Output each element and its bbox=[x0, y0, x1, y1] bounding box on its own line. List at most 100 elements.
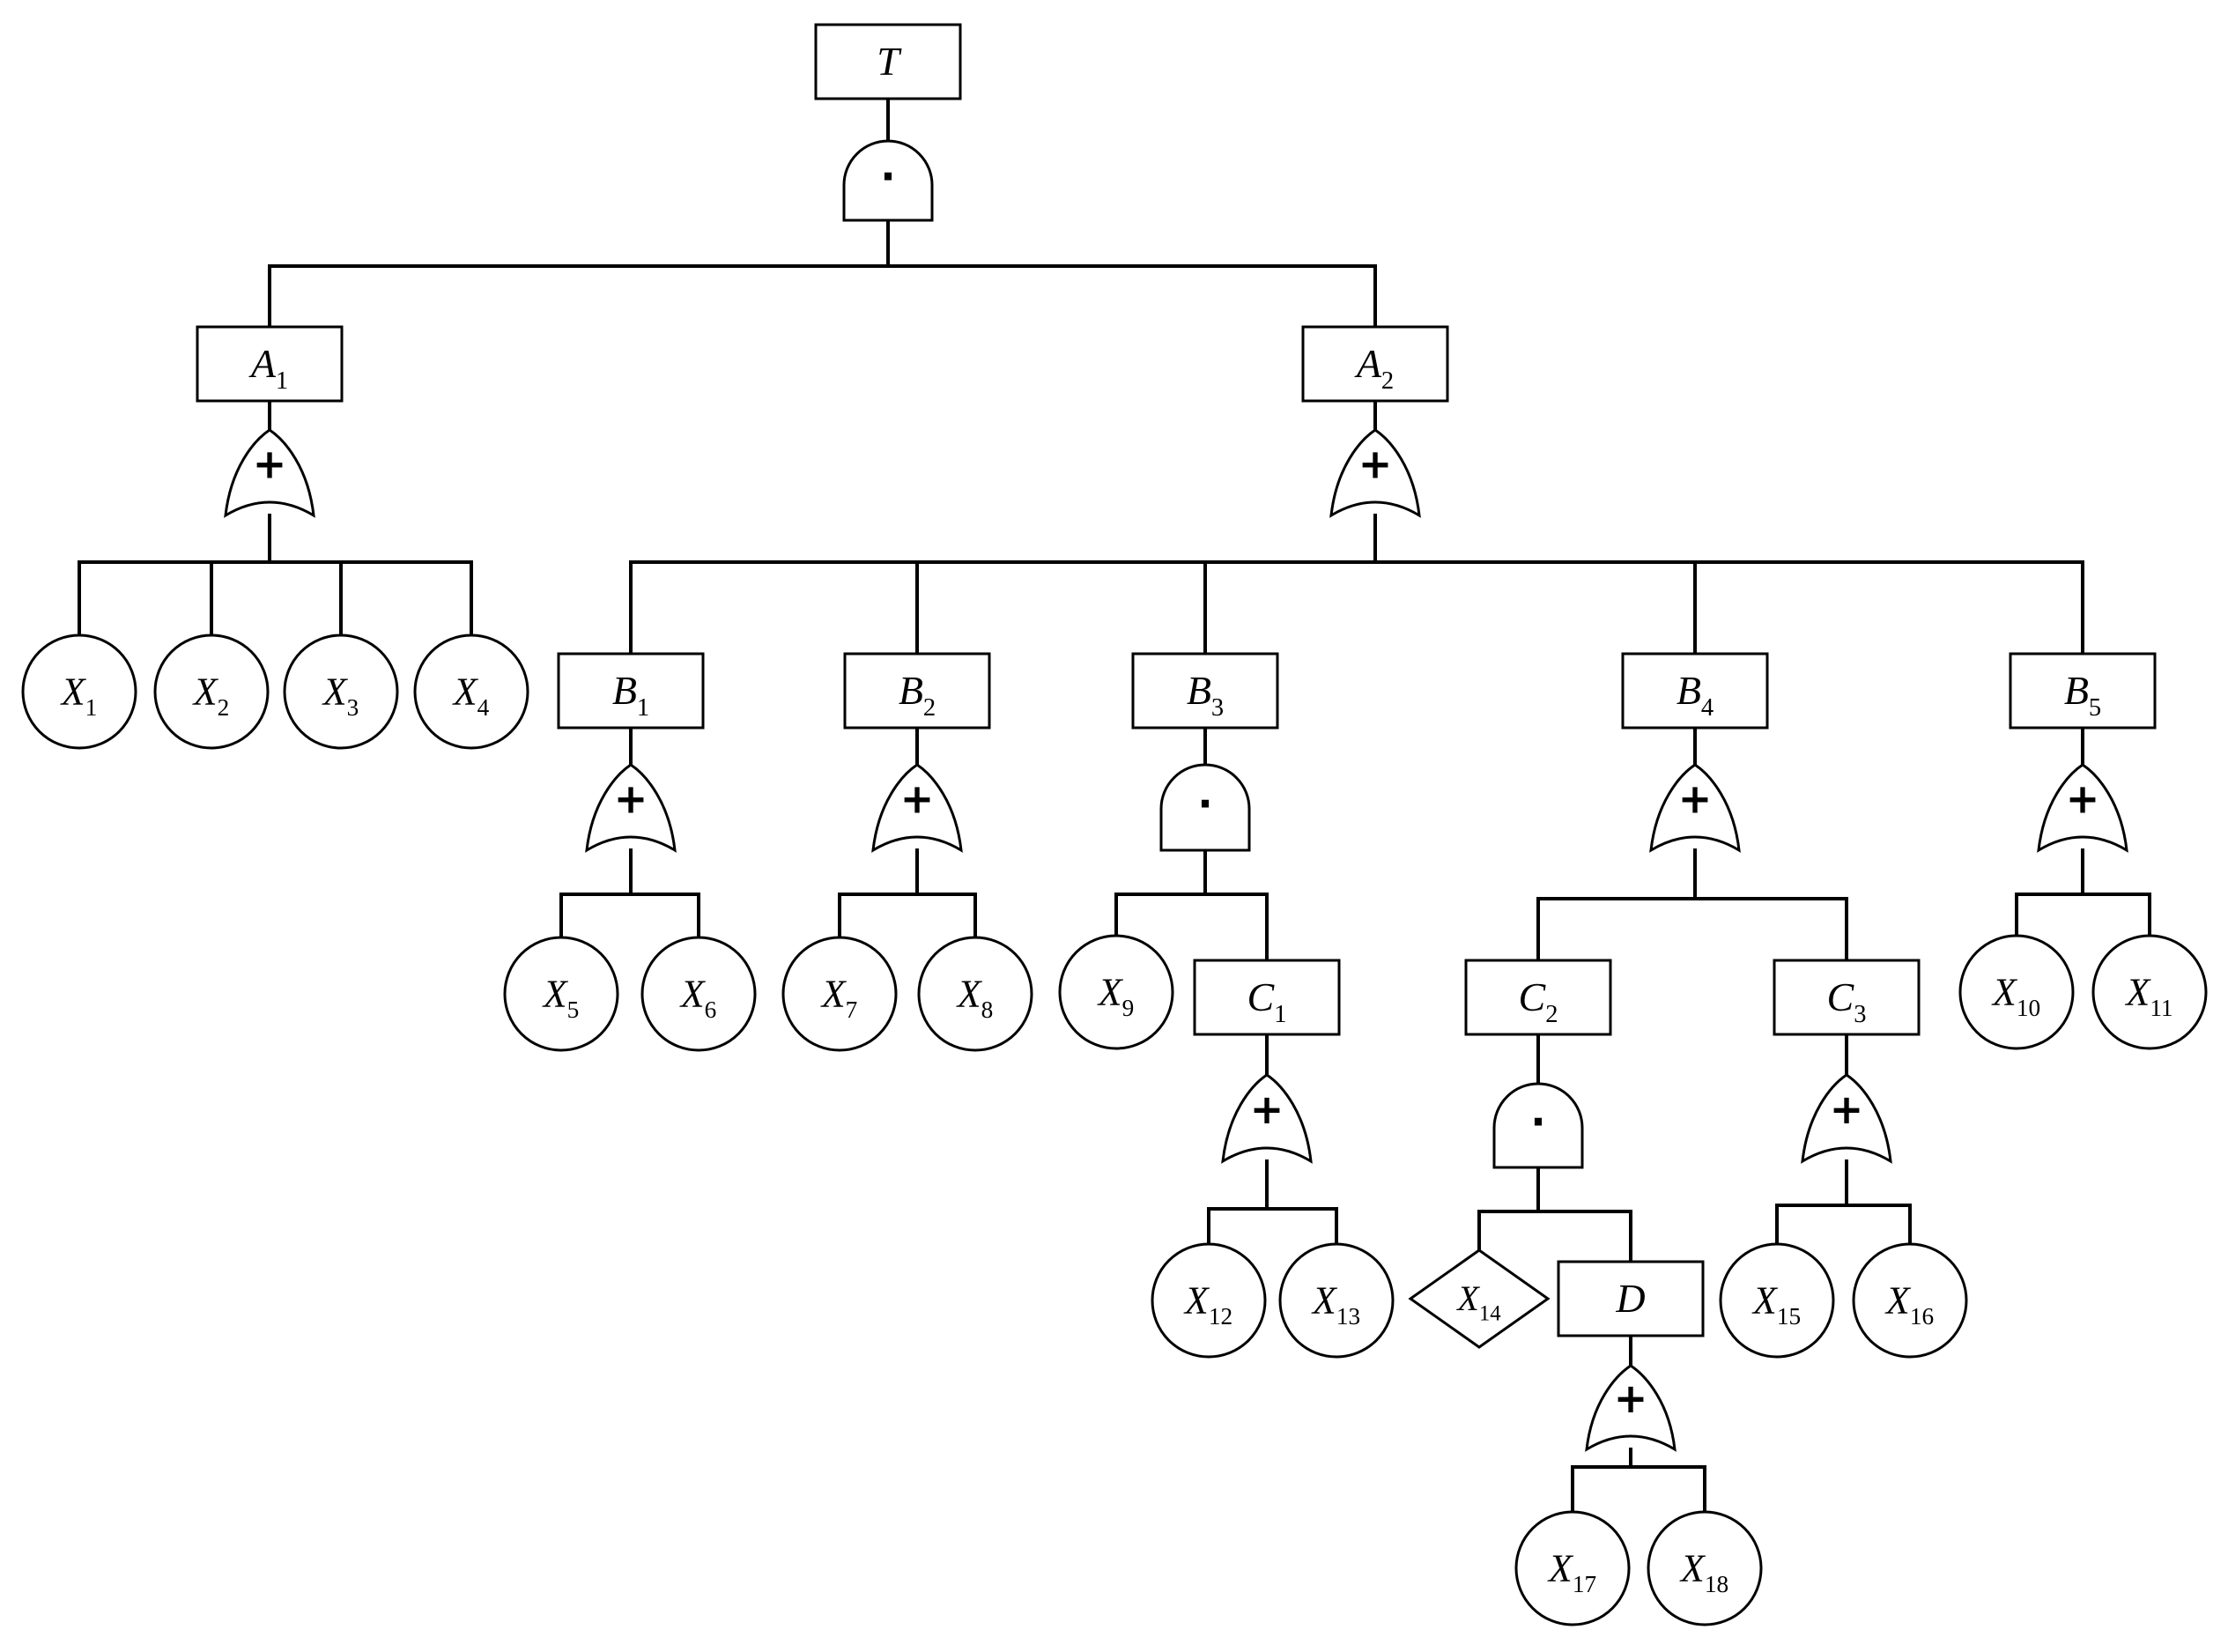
basic-event-x2: X2 bbox=[153, 633, 270, 750]
or-symbol: + bbox=[614, 774, 648, 822]
event-letter: B bbox=[1187, 668, 1211, 713]
event-letter: B bbox=[1677, 668, 1701, 713]
event-box-b3: B3 bbox=[1131, 652, 1279, 730]
event-subscript: 10 bbox=[2017, 995, 2040, 1021]
event-letter: C bbox=[1827, 974, 1855, 1019]
basic-event-x3: X3 bbox=[283, 633, 399, 750]
event-label: X12 bbox=[1183, 1279, 1232, 1330]
event-label: X1 bbox=[60, 670, 98, 721]
event-subscript: 1 bbox=[276, 367, 288, 395]
or-symbol: + bbox=[1830, 1085, 1864, 1133]
event-label: B5 bbox=[2064, 668, 2101, 722]
event-letter: X bbox=[2124, 971, 2151, 1014]
event-letter: X bbox=[820, 973, 848, 1016]
event-subscript: 5 bbox=[567, 996, 580, 1023]
event-letter: X bbox=[1097, 971, 1124, 1014]
event-label: B4 bbox=[1677, 668, 1714, 722]
or-symbol: + bbox=[2066, 774, 2100, 822]
event-box-a2: A2 bbox=[1301, 325, 1449, 403]
event-box-c3: C3 bbox=[1773, 959, 1921, 1036]
or-symbol: + bbox=[1250, 1085, 1284, 1133]
event-label: X5 bbox=[542, 973, 580, 1023]
event-subscript: 3 bbox=[347, 694, 359, 721]
event-letter: X bbox=[192, 670, 219, 714]
basic-event-x12: X12 bbox=[1151, 1242, 1267, 1359]
event-subscript: 1 bbox=[637, 694, 649, 722]
event-subscript: 11 bbox=[2150, 995, 2172, 1021]
event-box-b5: B5 bbox=[2009, 652, 2157, 730]
event-label: X3 bbox=[322, 670, 359, 721]
event-label: X8 bbox=[956, 973, 994, 1023]
event-box-a1: A1 bbox=[196, 325, 344, 403]
and-gate-t: · bbox=[842, 139, 934, 222]
event-subscript: 8 bbox=[981, 996, 994, 1023]
basic-event-x8: X8 bbox=[917, 936, 1033, 1052]
event-letter: X bbox=[1679, 1547, 1706, 1590]
event-letter: B bbox=[612, 668, 637, 713]
event-label: X13 bbox=[1311, 1279, 1360, 1330]
event-letter: B bbox=[2064, 668, 2089, 713]
event-subscript: 1 bbox=[85, 694, 98, 721]
event-subscript: 2 bbox=[218, 694, 230, 721]
event-letter: D bbox=[1615, 1276, 1645, 1321]
event-box-b2: B2 bbox=[843, 652, 991, 730]
event-subscript: 7 bbox=[846, 996, 858, 1023]
event-box-d: D bbox=[1557, 1260, 1705, 1337]
event-label: A1 bbox=[248, 341, 288, 395]
event-label: B2 bbox=[899, 668, 936, 722]
or-symbol: + bbox=[1358, 440, 1393, 487]
event-label: T bbox=[877, 39, 902, 84]
event-label: C3 bbox=[1827, 974, 1867, 1028]
event-letter: A bbox=[248, 341, 277, 386]
event-subscript: 6 bbox=[705, 996, 717, 1023]
basic-event-x4: X4 bbox=[413, 633, 529, 750]
event-subscript: 1 bbox=[1274, 1001, 1286, 1028]
basic-event-x18: X18 bbox=[1647, 1510, 1763, 1626]
basic-event-x13: X13 bbox=[1278, 1242, 1395, 1359]
event-subscript: 15 bbox=[1777, 1303, 1801, 1330]
event-subscript: 2 bbox=[1545, 1001, 1558, 1028]
event-letter: X bbox=[956, 973, 983, 1016]
undeveloped-event-x14: X14 bbox=[1408, 1248, 1551, 1349]
event-label: X9 bbox=[1097, 971, 1135, 1021]
event-label: C2 bbox=[1519, 974, 1558, 1028]
event-label: X7 bbox=[820, 973, 858, 1023]
event-label: B3 bbox=[1187, 668, 1224, 722]
or-gate-b1: + bbox=[585, 763, 677, 853]
basic-event-x1: X1 bbox=[21, 633, 137, 750]
event-label: X15 bbox=[1751, 1279, 1801, 1330]
event-letter: A bbox=[1354, 341, 1382, 386]
basic-event-x5: X5 bbox=[503, 936, 619, 1052]
or-gate-b4: + bbox=[1649, 763, 1741, 853]
event-letter: X bbox=[322, 670, 349, 714]
event-letter: X bbox=[1547, 1547, 1574, 1590]
fault-tree-connectors bbox=[78, 97, 2151, 1513]
and-symbol: · bbox=[880, 152, 895, 200]
basic-event-x10: X10 bbox=[1958, 934, 2075, 1050]
event-label: X17 bbox=[1547, 1547, 1596, 1597]
event-subscript: 17 bbox=[1573, 1571, 1596, 1597]
event-letter: X bbox=[542, 973, 569, 1016]
basic-event-x17: X17 bbox=[1514, 1510, 1631, 1626]
event-box-b4: B4 bbox=[1621, 652, 1769, 730]
or-gate-d: + bbox=[1585, 1364, 1677, 1452]
or-symbol: + bbox=[253, 440, 287, 487]
or-symbol: + bbox=[1678, 774, 1713, 822]
event-subscript: 16 bbox=[1910, 1303, 1934, 1330]
event-letter: B bbox=[899, 668, 923, 713]
event-subscript: 9 bbox=[1122, 995, 1135, 1021]
or-gate-b5: + bbox=[2037, 763, 2128, 853]
or-gate-a1: + bbox=[224, 428, 315, 518]
event-letter: X bbox=[1455, 1278, 1480, 1318]
event-box-t: T bbox=[814, 23, 962, 100]
basic-event-x15: X15 bbox=[1719, 1242, 1835, 1359]
or-symbol: + bbox=[900, 774, 935, 822]
event-letter: X bbox=[1311, 1279, 1338, 1322]
basic-event-x6: X6 bbox=[640, 936, 757, 1052]
or-gate-a2: + bbox=[1329, 428, 1421, 518]
event-subscript: 14 bbox=[1479, 1301, 1501, 1325]
logic-gates: ·++++·+++·++ bbox=[224, 139, 2128, 1452]
event-box-c1: C1 bbox=[1193, 959, 1341, 1036]
